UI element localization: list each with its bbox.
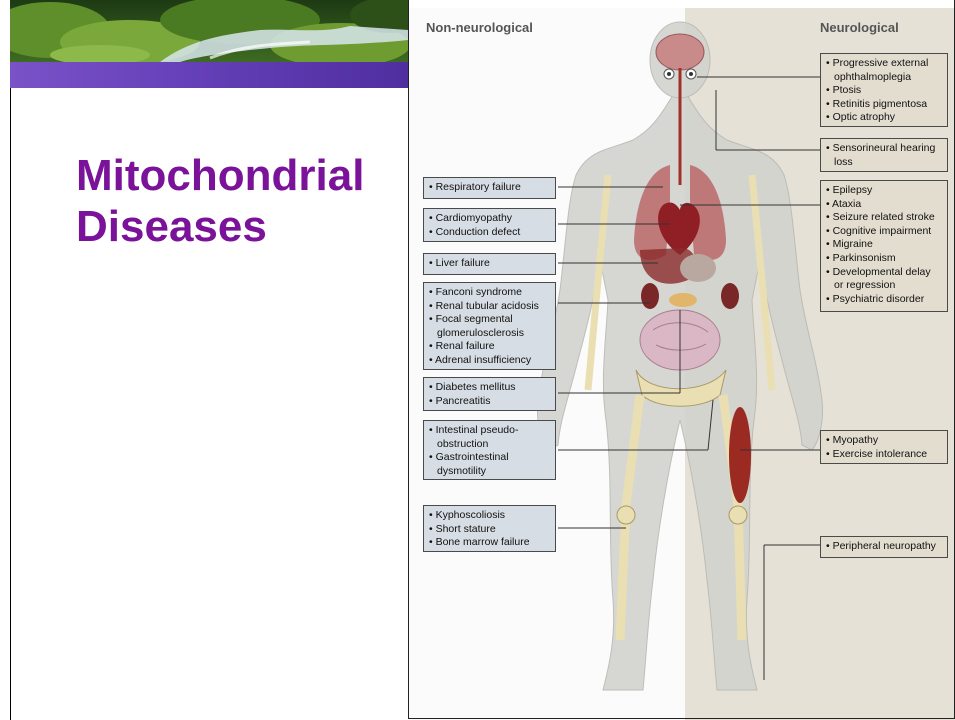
slide-left-border	[10, 0, 11, 720]
figure-frame	[408, 0, 955, 719]
banner-image	[10, 0, 408, 62]
slide-title-line-2: Diseases	[76, 202, 267, 251]
slide-title: Mitochondrial Diseases	[76, 150, 406, 252]
title-accent-bar	[10, 62, 408, 88]
body-diagram-figure: Non-neurological Neurological • Respirat…	[408, 0, 955, 720]
slide-title-line-1: Mitochondrial	[76, 151, 364, 200]
